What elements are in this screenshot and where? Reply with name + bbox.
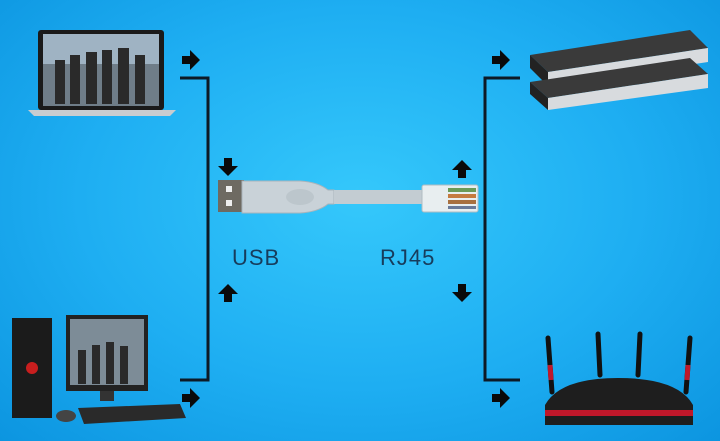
wifi-router-image [545, 331, 693, 425]
usb-to-rj45-cable [218, 180, 479, 214]
left-bracket-line [180, 76, 210, 382]
arrow-right-icon [492, 388, 510, 408]
arrow-down-icon [218, 158, 238, 176]
desktop-computer-image [12, 315, 186, 424]
arrow-up-icon [452, 160, 472, 178]
usb-plug [218, 180, 244, 212]
rj45-label: RJ45 [380, 245, 436, 270]
arrow-down-icon [452, 284, 472, 302]
usb-label: USB [232, 245, 281, 270]
arrow-up-icon [218, 284, 238, 302]
network-switches-image [530, 30, 708, 110]
arrow-right-icon [182, 50, 200, 70]
arrow-right-icon [182, 388, 200, 408]
right-bracket-line [483, 76, 520, 382]
arrow-right-icon [492, 50, 510, 70]
laptop-image [28, 30, 176, 116]
